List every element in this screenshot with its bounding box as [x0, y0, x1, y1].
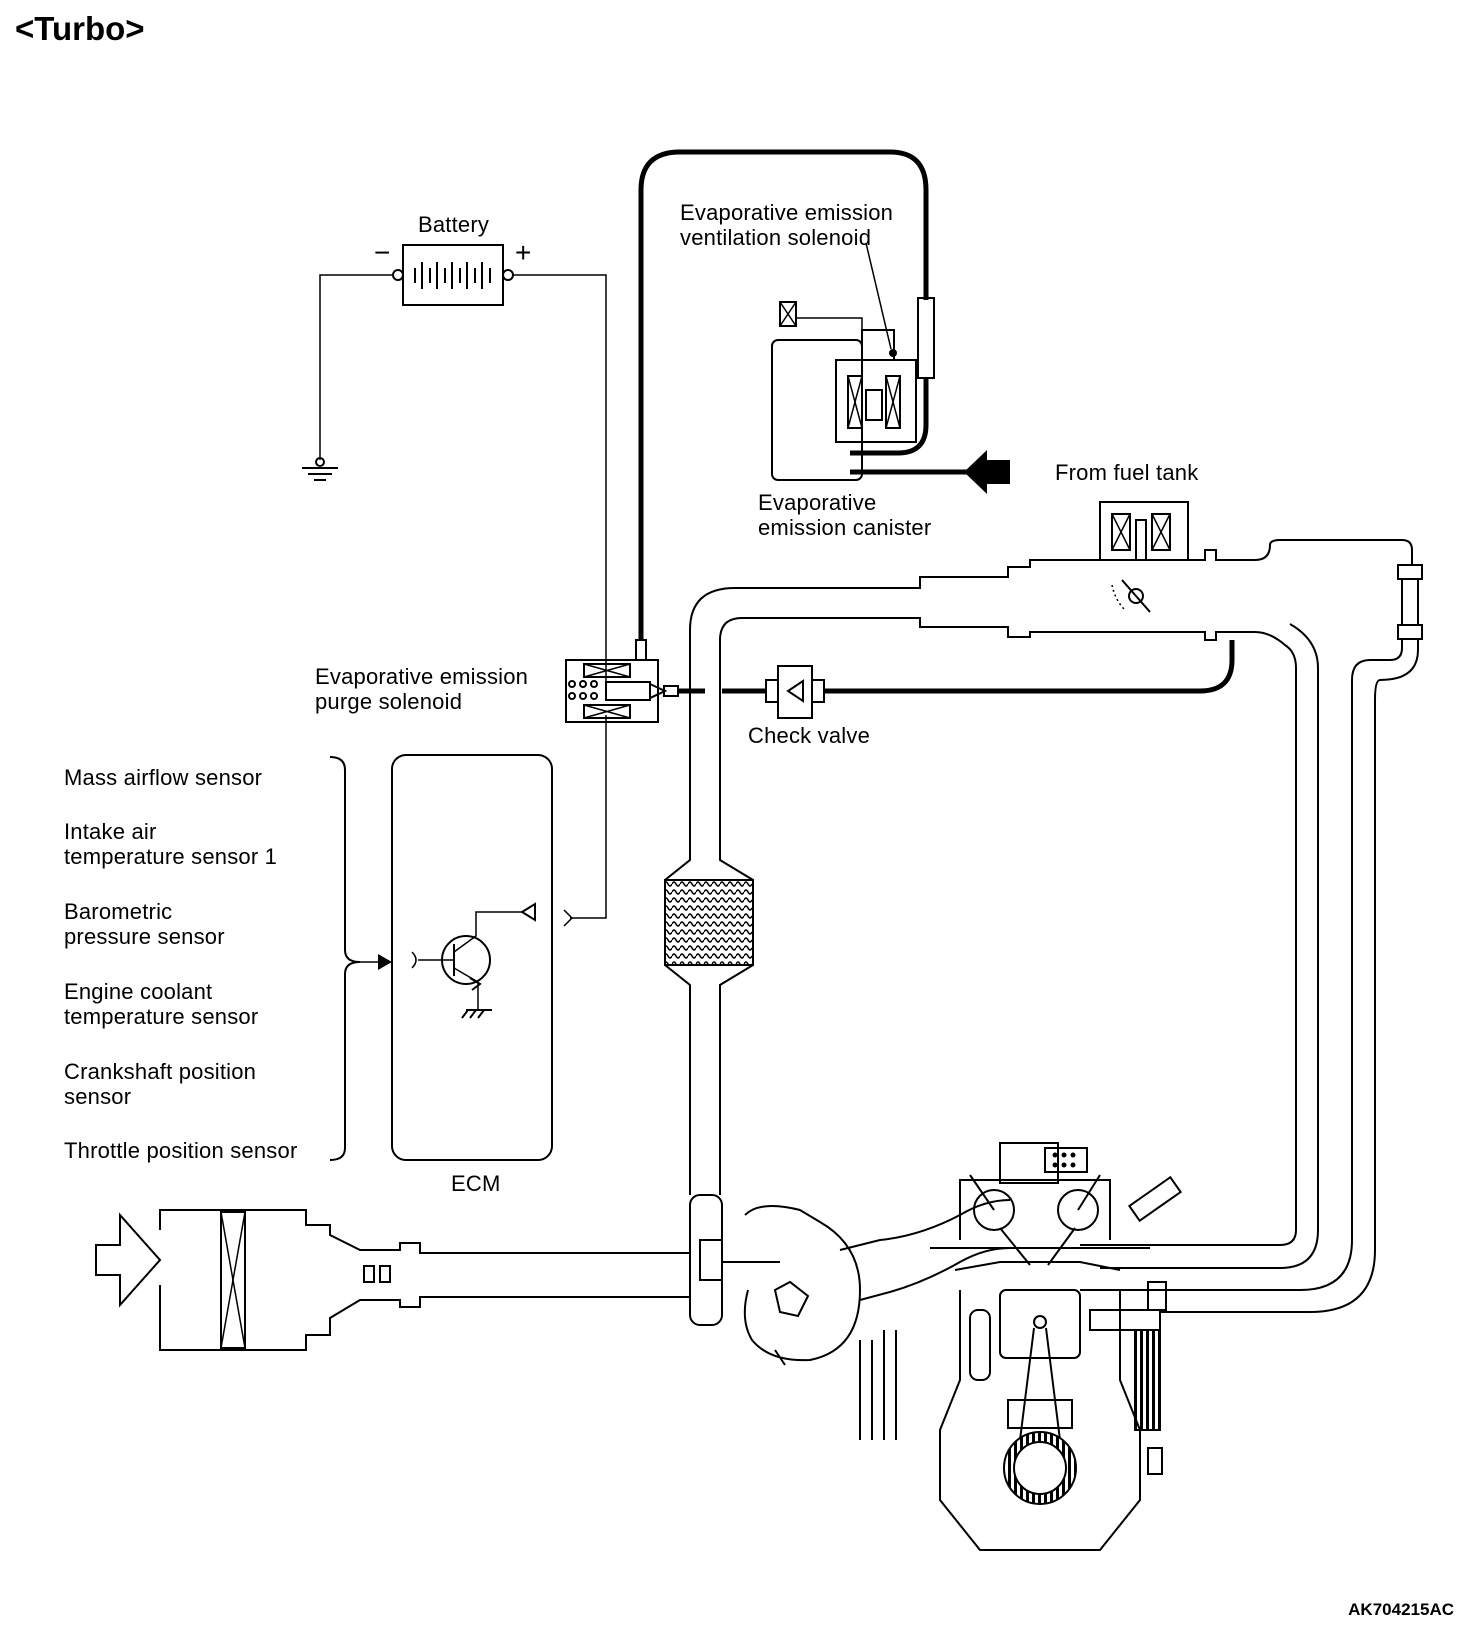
charge-pipe: [664, 660, 754, 1195]
air-cleaner: [95, 1209, 690, 1351]
figure-code: AK704215AC: [1348, 1600, 1454, 1619]
check-valve: [765, 665, 825, 719]
arrow-right-icon: [378, 954, 392, 970]
battery: [392, 244, 514, 306]
purge-solenoid-label: Evaporative emission purge solenoid: [315, 664, 529, 714]
sensor-bracket: [329, 756, 392, 1161]
intake-pipe: [689, 539, 1423, 1313]
battery-minus-label: −: [374, 237, 391, 268]
ground-icon: [461, 1009, 492, 1019]
battery-label: Battery: [418, 212, 490, 237]
from-fuel-tank-label: From fuel tank: [1055, 460, 1199, 485]
check-valve-label: Check valve: [748, 723, 871, 748]
engine: [930, 1142, 1183, 1551]
page-title: <Turbo>: [15, 10, 145, 47]
sensor-label: Mass airflow sensor: [64, 765, 263, 790]
throttle-body: [1099, 501, 1189, 613]
ground-icon: [302, 467, 338, 481]
purge-solenoid: [565, 639, 679, 723]
sensor-label: Crankshaft position sensor: [64, 1059, 257, 1109]
ecm-box: [391, 754, 553, 1161]
battery-wiring: [302, 274, 607, 927]
purge-hose: [678, 640, 1235, 694]
vent-hose: [638, 149, 935, 640]
canister-label: Evaporative emission canister: [758, 490, 932, 540]
sensor-label: Throttle position sensor: [64, 1138, 298, 1163]
sensor-label: Barometric pressure sensor: [64, 899, 225, 949]
turbocharger: [689, 1194, 1011, 1440]
battery-plus-label: +: [515, 237, 532, 268]
vent-solenoid-label: Evaporative emission ventilation solenoi…: [680, 200, 894, 250]
arrow-left-icon: [964, 450, 1010, 494]
sensor-label: Engine coolant temperature sensor: [64, 979, 259, 1029]
sensor-label: Intake air temperature sensor 1: [64, 819, 278, 869]
fuel-tank-hose: [850, 450, 1010, 494]
ecm-label: ECM: [451, 1171, 501, 1196]
evap-canister: [771, 242, 917, 481]
